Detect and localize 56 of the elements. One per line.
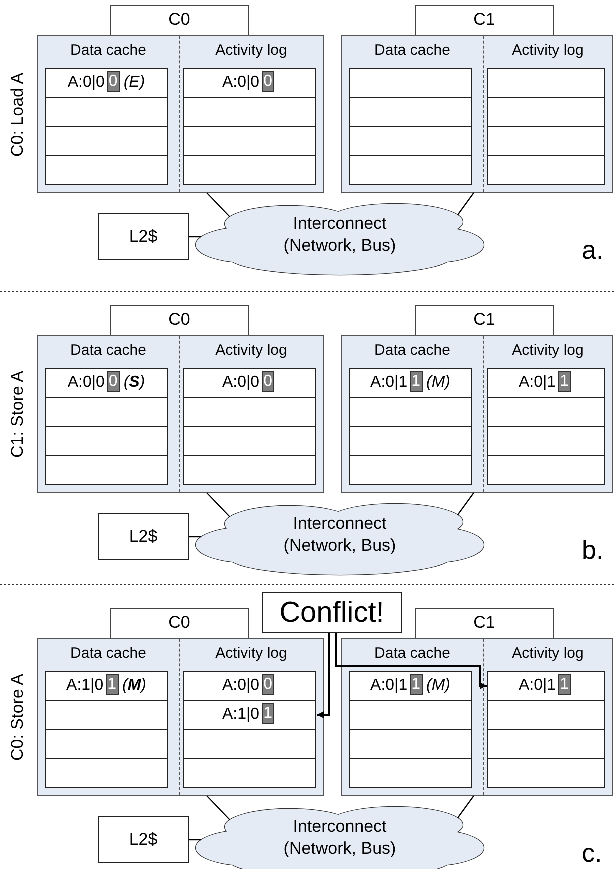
- cache-entry: A:0|1 1 (M): [349, 368, 472, 398]
- cache-entry: A:0|0 0: [183, 671, 316, 701]
- core-label-tab: C0: [110, 305, 249, 336]
- core-panel: [341, 35, 613, 193]
- panel-letter: c.: [582, 839, 602, 867]
- core-panel: [37, 638, 324, 796]
- core-panel: [37, 35, 324, 193]
- column-heading: Activity log: [214, 342, 288, 359]
- l2-cache-box: L2$: [98, 513, 189, 560]
- panel-letter: b.: [582, 536, 604, 564]
- connector-line: [189, 536, 201, 538]
- core-label-tab: C0: [110, 608, 249, 639]
- cache-entry: A:0|0 0 (E): [45, 68, 168, 98]
- connector-line: [458, 192, 474, 216]
- step-label: C1: Store A: [7, 370, 28, 460]
- core-label-tab: C1: [415, 305, 554, 336]
- column-heading: Activity log: [214, 42, 288, 59]
- column-heading: Activity log: [511, 42, 585, 59]
- core-panel: [37, 335, 324, 493]
- core-label-tab: C0: [110, 5, 249, 36]
- arrow: [335, 633, 487, 690]
- connector-line: [458, 796, 474, 818]
- column-heading: Data cache: [374, 42, 452, 59]
- connector-line: [206, 796, 230, 820]
- column-heading: Data cache: [70, 342, 148, 359]
- column-heading: Data cache: [374, 645, 452, 662]
- column-heading: Data cache: [70, 645, 148, 662]
- column-heading: Activity log: [511, 645, 585, 662]
- cache-entry: A:0|1 1 (M): [349, 671, 472, 701]
- cache-entry: A:0|0 0: [183, 68, 316, 98]
- connector-line: [206, 492, 230, 518]
- arrow: [317, 633, 330, 718]
- step-label: C0: Store A: [7, 673, 28, 764]
- cache-entry: A:0|0 0 (S): [45, 368, 168, 398]
- l2-cache-box: L2$: [98, 213, 189, 260]
- cache-entry: A:0|1 1: [487, 368, 605, 398]
- column-heading: Data cache: [70, 42, 148, 59]
- cache-entry: A:1|0 1 (M): [45, 671, 168, 701]
- cache-entry: A:0|0 0: [183, 368, 316, 398]
- cache-entry: A:1|0 1: [183, 700, 316, 730]
- column-heading: Activity log: [214, 645, 288, 662]
- cache-entry: A:0|1 1: [487, 671, 605, 701]
- panel-letter: a.: [582, 236, 604, 264]
- core-panel: [341, 335, 613, 493]
- core-label-tab: C1: [415, 5, 554, 36]
- core-label-tab: C1: [415, 608, 554, 639]
- step-label: C0: Load A: [7, 72, 28, 160]
- connector-line: [189, 236, 201, 238]
- l2-cache-box: L2$: [98, 816, 189, 863]
- column-heading: Activity log: [511, 342, 585, 359]
- column-heading: Data cache: [374, 342, 452, 359]
- core-panel: [341, 638, 613, 796]
- conflict-callout-tooltip: Conflict!: [262, 592, 402, 633]
- connector-line: [189, 839, 201, 841]
- connector-line: [458, 492, 474, 516]
- connector-line: [206, 192, 230, 218]
